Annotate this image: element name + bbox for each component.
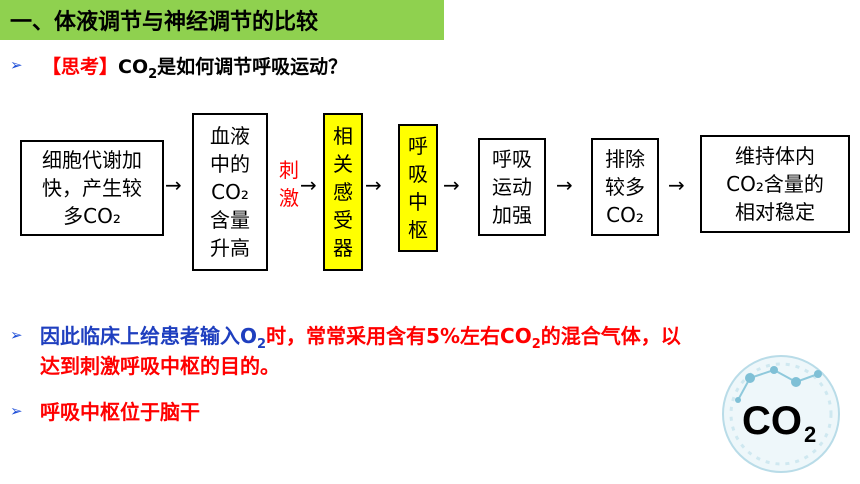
stimulus-label: 刺 激 bbox=[279, 156, 299, 212]
flow-arrow: → bbox=[668, 173, 685, 197]
clinical-note-sub: 2 bbox=[257, 337, 267, 352]
flow-box-line: 细胞代谢加 bbox=[42, 148, 142, 172]
flow-box-breathing: 呼吸 运动 加强 bbox=[478, 138, 546, 236]
flow-box-stable: 维持体内 CO₂含量的 相对稳定 bbox=[700, 135, 850, 233]
question-sub: 2 bbox=[148, 66, 158, 82]
flow-arrow: → bbox=[556, 173, 573, 197]
flow-box-line: CO₂ bbox=[211, 180, 249, 204]
flow-box-line: 中的 bbox=[210, 152, 250, 176]
question-line: 【思考】CO2是如何调节呼吸运动？ bbox=[42, 52, 347, 82]
flow-box-line: 相 bbox=[333, 124, 353, 148]
flow-box-line: 升高 bbox=[210, 236, 250, 260]
page-title: 一、体液调节与神经调节的比较 bbox=[10, 10, 319, 35]
flow-box-center: 呼 吸 中 枢 bbox=[398, 124, 438, 252]
bullet-arrow-icon: ➢ bbox=[10, 326, 23, 344]
question-prefix: 【思考】 bbox=[42, 56, 119, 78]
flow-box-line: CO₂含量的 bbox=[726, 172, 824, 196]
clinical-note-part: 时，常常采用含有5%左右CO bbox=[266, 324, 532, 348]
flow-box-line: CO₂ bbox=[606, 203, 644, 227]
bullet-arrow-icon: ➢ bbox=[10, 56, 23, 74]
flow-box-exhale: 排除 较多 CO₂ bbox=[591, 138, 659, 236]
flow-box-metabolism: 细胞代谢加 快，产生较 多CO₂ bbox=[20, 140, 164, 236]
stimulus-char: 刺 bbox=[279, 158, 299, 182]
flow-box-line: 排除 bbox=[605, 147, 645, 171]
flow-box-line: 快，产生较 bbox=[42, 176, 142, 200]
stimulus-char: 激 bbox=[279, 186, 299, 210]
flow-box-line: 器 bbox=[333, 236, 353, 260]
flow-box-line: 含量 bbox=[210, 208, 250, 232]
flow-arrow: → bbox=[300, 173, 317, 197]
co2-molecule-icon: CO 2 bbox=[722, 355, 840, 473]
brainstem-note: 呼吸中枢位于脑干 bbox=[40, 400, 200, 424]
flow-box-line: 吸 bbox=[408, 162, 428, 186]
flow-box-line: 关 bbox=[333, 152, 353, 176]
flow-arrow: → bbox=[365, 173, 382, 197]
logo-sub: 2 bbox=[804, 422, 816, 447]
question-co: CO bbox=[118, 56, 149, 78]
clinical-note-line2: 达到刺激呼吸中枢的目的。 bbox=[40, 354, 280, 378]
clinical-note-part: 的混合气体，以 bbox=[540, 324, 681, 348]
logo-text: CO bbox=[742, 399, 802, 443]
clinical-note-sub: 2 bbox=[531, 337, 541, 352]
flow-box-line: 运动 bbox=[492, 175, 532, 199]
clinical-note-part: 因此临床上给患者输入O bbox=[40, 324, 258, 348]
flow-box-blood-co2: 血液 中的 CO₂ 含量 升高 bbox=[192, 113, 268, 271]
flow-box-line: 枢 bbox=[408, 218, 428, 242]
flow-box-line: 感 bbox=[333, 180, 353, 204]
bullet-arrow-icon: ➢ bbox=[10, 402, 23, 420]
flow-arrow: → bbox=[165, 173, 182, 197]
flow-box-line: 呼吸 bbox=[492, 147, 532, 171]
question-text: 是如何调节呼吸运动？ bbox=[157, 56, 348, 78]
flow-box-line: 血液 bbox=[210, 124, 250, 148]
flow-box-line: 受 bbox=[333, 208, 353, 232]
flow-box-line: 呼 bbox=[408, 134, 428, 158]
co2-logo: CO 2 bbox=[718, 348, 844, 476]
flow-box-line: 较多 bbox=[605, 175, 645, 199]
clinical-note: 因此临床上给患者输入O2时，常常采用含有5%左右CO2的混合气体，以 bbox=[40, 320, 681, 352]
flow-box-receptor: 相 关 感 受 器 bbox=[323, 113, 363, 271]
flow-arrow: → bbox=[443, 173, 460, 197]
flow-box-line: 多CO₂ bbox=[63, 204, 121, 228]
flow-box-line: 加强 bbox=[492, 203, 532, 227]
flow-box-line: 维持体内 bbox=[735, 144, 815, 168]
flow-box-line: 相对稳定 bbox=[735, 200, 815, 224]
title-bar: 一、体液调节与神经调节的比较 bbox=[0, 0, 444, 40]
flow-box-line: 中 bbox=[408, 190, 428, 214]
